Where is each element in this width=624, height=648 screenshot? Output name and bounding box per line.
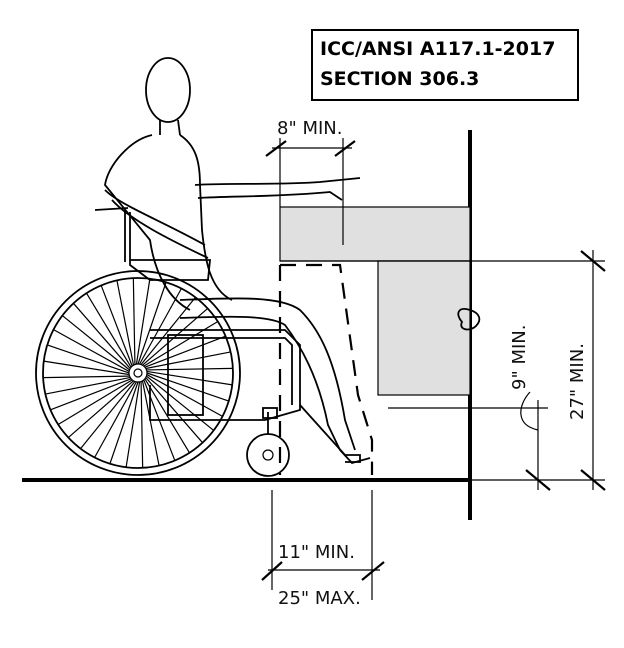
wheel-spoke: [146, 374, 223, 417]
wheel-spoke: [45, 376, 131, 395]
dim-25-max: 25" MAX.: [278, 588, 361, 609]
counter-surface: [279, 206, 471, 396]
dim-11-min: 11" MIN.: [278, 542, 355, 563]
wheel-spoke: [140, 381, 144, 468]
wheelchair-user-figure: [35, 57, 371, 477]
wheel-spoke: [61, 315, 130, 371]
title-line-1: ICC/ANSI A117.1-2017: [320, 38, 555, 60]
wheel-spoke: [100, 285, 133, 367]
dim-8-min: 8" MIN.: [277, 118, 342, 139]
wheel-spoke: [137, 282, 167, 365]
title-box: ICC/ANSI A117.1-2017 SECTION 306.3: [311, 29, 579, 101]
wheel-spoke: [143, 321, 219, 367]
faucet-icon: [457, 308, 481, 331]
wheel-spoke: [146, 370, 233, 386]
title-line-2: SECTION 306.3: [320, 68, 479, 90]
wheel-spoke: [80, 381, 136, 450]
wheel-spoke: [145, 377, 204, 444]
wheel-spoke: [53, 329, 130, 372]
wheel-spoke: [57, 379, 133, 425]
wheel-spoke: [50, 378, 132, 411]
dim-9-min: 9" MIN.: [509, 325, 530, 390]
wheel-spoke: [132, 278, 136, 365]
wheel-spoke: [135, 278, 151, 365]
wheel-spoke: [72, 302, 131, 369]
wheel-spoke: [146, 367, 233, 371]
wheel-spoke: [141, 380, 160, 466]
wheel-spoke: [109, 381, 139, 464]
wheel-spoke: [67, 380, 134, 439]
clearance-outline: [278, 263, 374, 475]
wheel-spoke: [43, 375, 130, 379]
wheel-spoke: [43, 360, 130, 376]
wheel-spoke: [86, 292, 132, 368]
wheel-spoke: [144, 335, 226, 368]
wheel-spoke: [47, 344, 130, 374]
wheel-spoke: [94, 381, 137, 458]
wheel-spoke: [116, 280, 135, 366]
wheel-spoke: [125, 381, 141, 468]
wheel-spoke: [146, 375, 215, 431]
wheel-spoke: [145, 351, 231, 370]
dim-27-min: 27" MIN.: [567, 343, 588, 420]
wheel-spoke: [146, 372, 229, 402]
wheel-spoke: [139, 288, 182, 365]
